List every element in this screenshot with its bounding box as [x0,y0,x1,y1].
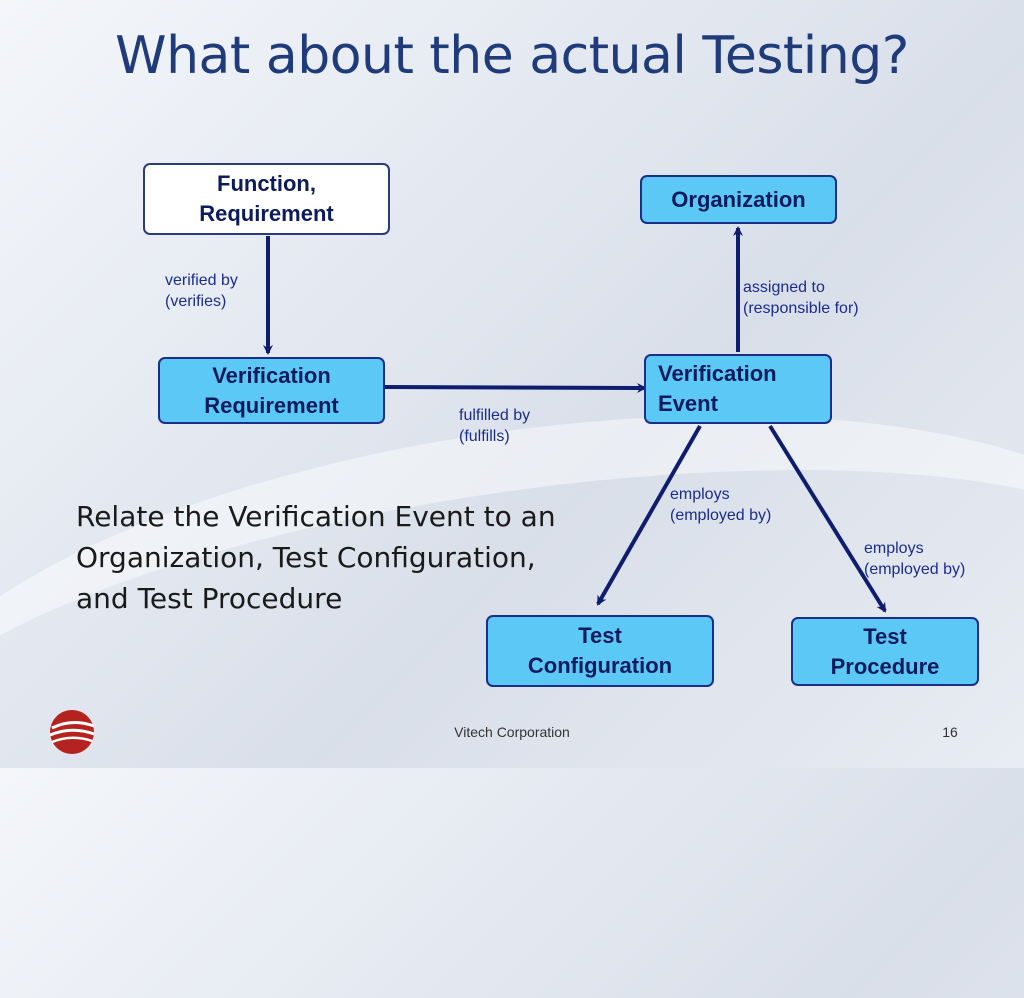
label-employs-procedure: employs (employed by) [864,540,966,578]
footer-company: Vitech Corporation [454,724,570,740]
connector-arrows [263,226,887,613]
page-number: 16 [942,724,958,740]
arrow-fulfilled-by [384,382,647,393]
node-verification-event: Verification Event [644,354,832,424]
node-test-procedure: Test Procedure [791,617,979,686]
node-test-configuration: Test Configuration [486,615,714,687]
node-organization: Organization [640,175,837,224]
slide-title: What about the actual Testing? [115,26,909,86]
label-assigned-to: assigned to (responsible for) [743,279,859,317]
vitech-logo-icon [49,710,95,754]
node-function-requirement: Function, Requirement [143,163,390,235]
label-verified-by: verified by (verifies) [165,272,238,310]
label-employs-configuration: employs (employed by) [670,486,772,524]
slide-body-text: Relate the Verification Event to an Orga… [76,500,556,615]
label-fulfilled-by: fulfilled by (fulfills) [459,407,531,445]
node-verification-requirement: Verification Requirement [158,357,385,424]
arrow-employs-procedure [768,424,887,613]
arrow-employs-configuration [596,425,702,606]
